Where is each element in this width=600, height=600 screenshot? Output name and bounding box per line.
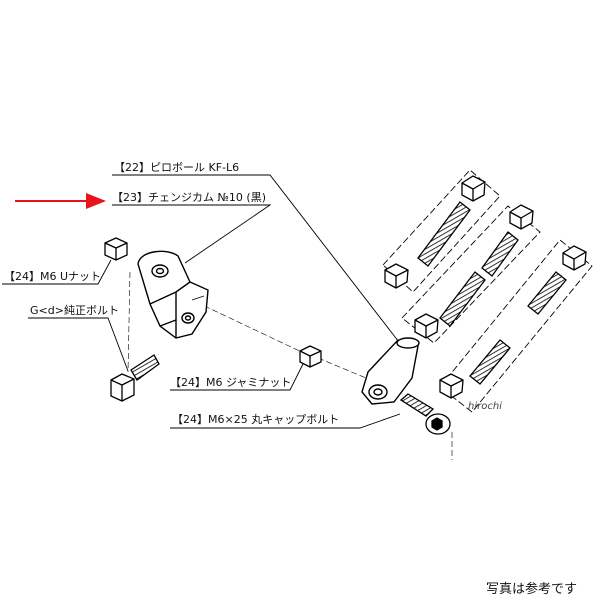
cap-bolt-part: [399, 393, 451, 435]
label-ball-joint: 【22】ピロボール KF-L6: [114, 161, 240, 174]
leader-u-nut: [2, 259, 112, 285]
label-genuine-bolt: G<d>純正ボルト: [30, 304, 119, 317]
u-nut-part: [104, 237, 128, 261]
centre-line: [127, 271, 367, 379]
label-change-cam: 【23】チェンジカム №10 (黒): [112, 191, 267, 204]
leader-cap-bolt: [170, 413, 401, 429]
adjust-rod-2: [414, 204, 534, 339]
adjust-rod-3: [439, 245, 587, 399]
label-u-nut: 【24】M6 Uナット: [4, 270, 102, 283]
watermark: hirochi: [468, 401, 502, 412]
leader-change-cam: [112, 204, 272, 264]
genuine-bolt-part: [110, 354, 160, 402]
reference-photo-note: 写真は参考です: [486, 582, 578, 597]
leader-genuine-bolt: [28, 317, 129, 372]
label-jam-nut: 【24】M6 ジャミナット: [170, 376, 292, 389]
adjust-rod-1: [384, 175, 486, 289]
label-cap-bolt: 【24】M6×25 丸キャップボルト: [172, 413, 340, 426]
jam-nut-part: [299, 345, 322, 368]
leader-ball-joint: [112, 174, 403, 347]
ball-joint-part: [361, 337, 420, 405]
leader-jam-nut: [170, 359, 306, 391]
change-cam-part: [137, 250, 209, 339]
